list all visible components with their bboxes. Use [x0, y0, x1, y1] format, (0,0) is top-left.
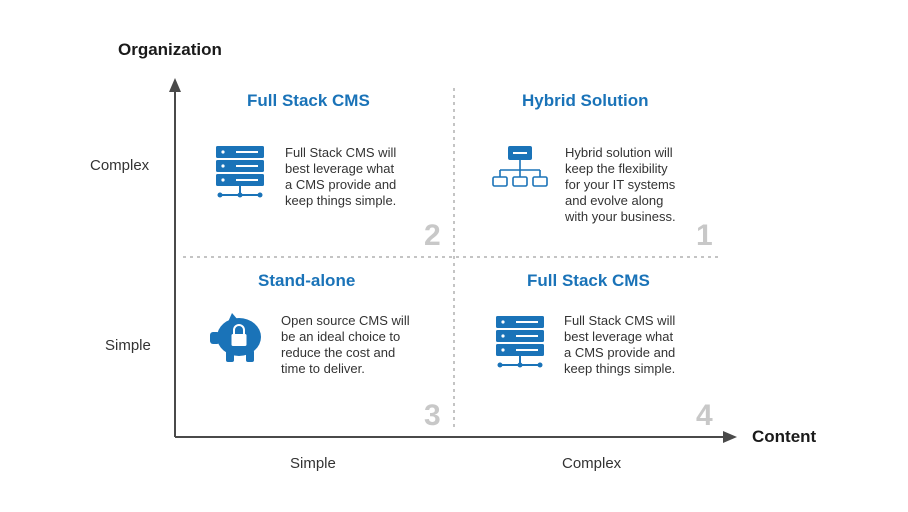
description-line: time to deliver.: [281, 361, 365, 376]
quadrant-title: Hybrid Solution: [522, 91, 649, 110]
description-line: Full Stack CMS will: [285, 145, 397, 160]
server-stack-icon: [216, 146, 264, 198]
quadrant-number: 1: [696, 219, 713, 252]
y-axis-title: Organization: [118, 40, 222, 59]
description-line: Open source CMS will: [281, 313, 410, 328]
x-axis-arrow-icon: [723, 431, 737, 443]
quadrant-title: Stand-alone: [258, 271, 356, 290]
quadrant-description: Full Stack CMS will best leverage what a…: [564, 313, 714, 377]
description-line: Full Stack CMS will: [564, 313, 676, 328]
quadrant-description: Hybrid solution will keep the flexibilit…: [565, 145, 715, 225]
y-tick-complex: Complex: [90, 157, 150, 174]
y-axis-arrow-icon: [169, 78, 181, 92]
hierarchy-icon: [492, 146, 548, 187]
quadrant-number: 2: [424, 219, 441, 252]
quadrant-description: Full Stack CMS will best leverage what a…: [285, 145, 435, 209]
x-axis-title: Content: [752, 427, 817, 446]
server-stack-icon: [496, 316, 544, 368]
x-tick-complex: Complex: [562, 455, 622, 472]
description-line: with your business.: [565, 209, 676, 224]
description-line: a CMS provide and: [285, 177, 397, 192]
quadrant-title: Full Stack CMS: [527, 271, 650, 290]
description-line: keep things simple.: [285, 193, 397, 208]
y-tick-simple: Simple: [105, 337, 151, 354]
description-line: best leverage what: [564, 329, 674, 344]
description-line: Hybrid solution will: [565, 145, 673, 160]
quadrant-number: 3: [424, 399, 441, 432]
description-line: and evolve along: [565, 193, 664, 208]
description-line: keep things simple.: [564, 361, 676, 376]
quadrant-title: Full Stack CMS: [247, 91, 370, 110]
x-tick-simple: Simple: [290, 455, 336, 472]
description-line: best leverage what: [285, 161, 395, 176]
quadrant-description: Open source CMS will be an ideal choice …: [281, 313, 431, 377]
piggy-bank-icon: [210, 313, 261, 362]
quadrant-number: 4: [696, 399, 713, 432]
description-line: keep the flexibility: [565, 161, 668, 176]
description-line: be an ideal choice to: [281, 329, 401, 344]
description-line: for your IT systems: [565, 177, 676, 192]
description-line: reduce the cost and: [281, 345, 396, 360]
description-line: a CMS provide and: [564, 345, 676, 360]
